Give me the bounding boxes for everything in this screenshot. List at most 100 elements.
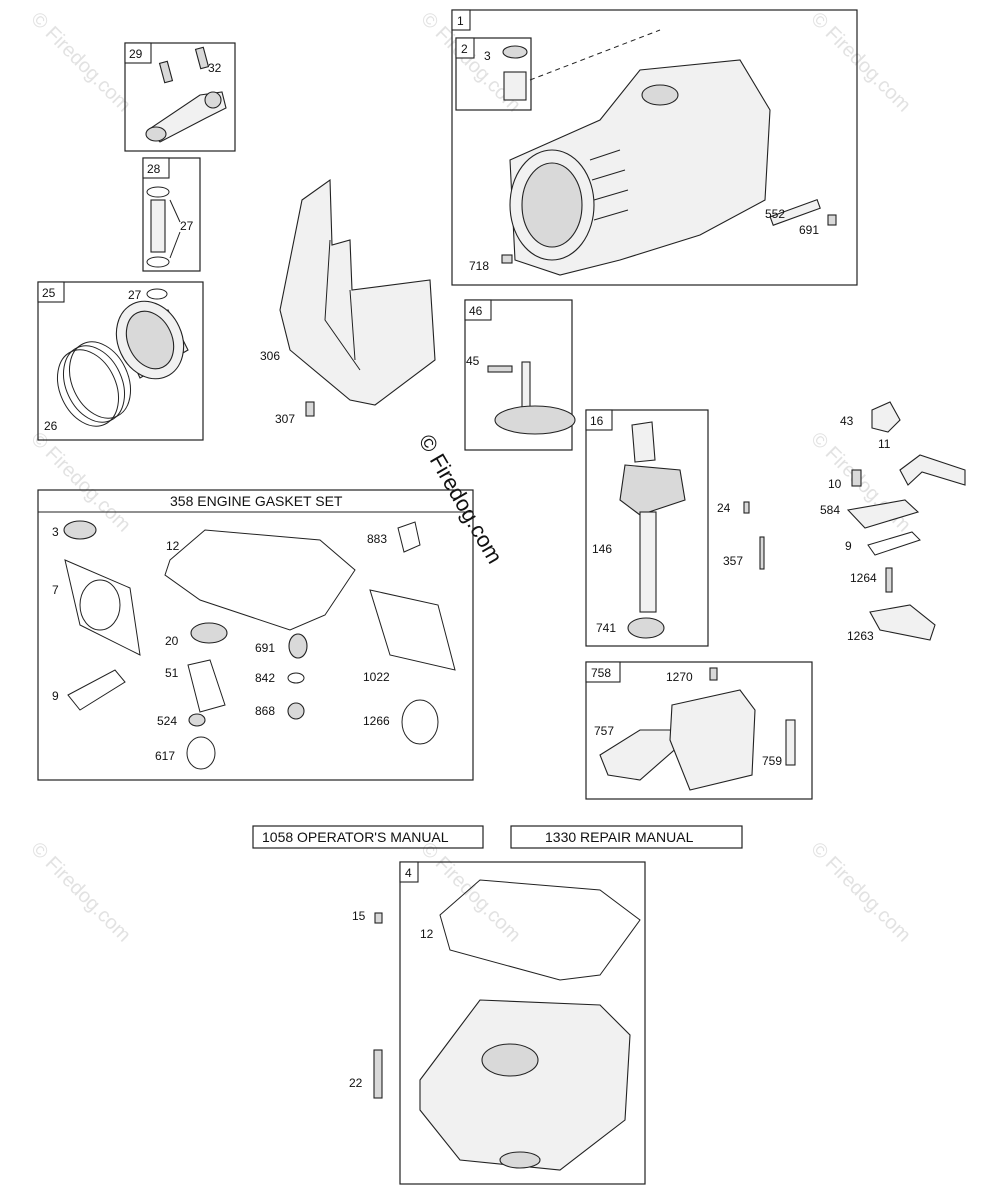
- label-45: 45: [466, 354, 480, 368]
- plug-691: [827, 214, 837, 226]
- manual-buttons: 1058 OPERATOR'S MANUAL 1330 REPAIR MANUA…: [252, 825, 743, 849]
- box-2-id: [455, 37, 475, 59]
- breather-tube-11: [899, 454, 966, 486]
- box-29-id: [124, 42, 152, 64]
- seal-524: [188, 713, 206, 727]
- label-51: 51: [165, 666, 179, 680]
- sump-gasket-12b: [439, 879, 641, 981]
- box-29-frame: [124, 42, 236, 152]
- cylinder-block: [509, 59, 771, 276]
- label-307: 307: [275, 412, 295, 426]
- box-28-id: [142, 157, 170, 179]
- seal-868: [287, 702, 305, 720]
- crankshaft: [619, 421, 686, 613]
- label-718: 718: [469, 259, 489, 273]
- air-guide-306: 306 307: [260, 178, 436, 426]
- pin-357: [759, 536, 765, 570]
- label-1270: 1270: [666, 670, 693, 684]
- label-15: 15: [352, 909, 366, 923]
- gasket-883: [397, 521, 421, 553]
- retainer-ring-top: [146, 186, 170, 198]
- watermark-8: © Firedog.com: [806, 838, 915, 947]
- box-4-id-text: 4: [405, 866, 412, 880]
- label-617: 617: [155, 749, 175, 763]
- repair-manual-frame: [510, 825, 743, 849]
- piston-pin: [150, 199, 166, 253]
- label-1264: 1264: [850, 571, 877, 585]
- group-16: 16 146 741: [585, 409, 709, 647]
- box-28-frame: [142, 157, 201, 272]
- cam-gear: [494, 405, 576, 435]
- gasket-set-title: 358 ENGINE GASKET SET: [170, 493, 343, 509]
- box-25-id: [37, 281, 65, 303]
- box-46-frame: [464, 299, 573, 451]
- box-4-frame: [399, 861, 646, 1185]
- label-691b: 691: [255, 641, 275, 655]
- box-1-frame: [451, 9, 858, 286]
- label-757: 757: [594, 724, 614, 738]
- label-26: 26: [44, 419, 58, 433]
- box-758-id-text: 758: [591, 666, 611, 680]
- crank-gear-741: [627, 617, 665, 639]
- label-1022: 1022: [363, 670, 390, 684]
- label-357: 357: [723, 554, 743, 568]
- label-524: 524: [157, 714, 177, 728]
- screw-10: [851, 469, 862, 487]
- label-24: 24: [717, 501, 731, 515]
- screw-1270: [709, 667, 718, 681]
- box-25-id-text: 25: [42, 286, 56, 300]
- label-552: 552: [765, 207, 785, 221]
- gasket-set-frame: [37, 489, 474, 781]
- label-3a: 3: [484, 49, 491, 63]
- gasket-51: [187, 659, 226, 713]
- label-1263: 1263: [847, 629, 874, 643]
- plug-15: [374, 912, 383, 924]
- watermark-6: © Firedog.com: [26, 838, 135, 947]
- group-4: 4 12 15 22: [349, 861, 646, 1185]
- box-28-id-text: 28: [147, 162, 161, 176]
- breather-cover-584: [846, 499, 920, 529]
- gasket-9a: [867, 531, 921, 556]
- o-ring-1266: [401, 699, 439, 745]
- label-10: 10: [828, 477, 842, 491]
- label-9a: 9: [845, 539, 852, 553]
- o-ring-617: [186, 736, 216, 770]
- crankcase-gasket-12a: [164, 529, 356, 631]
- group-358-gasket-set: 358 ENGINE GASKET SET 3 12 883 7 20 691 …: [37, 489, 474, 781]
- operators-manual-frame: [252, 825, 484, 849]
- label-883: 883: [367, 532, 387, 546]
- box-16-id: [585, 409, 613, 431]
- label-691a: 691: [799, 223, 819, 237]
- label-27a: 27: [180, 219, 194, 233]
- label-20: 20: [165, 634, 179, 648]
- box-758-id: [585, 661, 621, 683]
- label-584: 584: [820, 503, 840, 517]
- label-12a: 12: [166, 539, 180, 553]
- group-29: 29 32: [124, 42, 236, 152]
- box-2-frame: [455, 37, 532, 111]
- watermark-4: © Firedog.com: [26, 428, 135, 537]
- group-28: 28 27: [142, 157, 201, 272]
- group-758: 758 1270 757 759: [585, 661, 813, 800]
- label-27b: 27: [128, 288, 142, 302]
- operators-manual-label: 1058 OPERATOR'S MANUAL: [262, 829, 449, 845]
- box-1-id-text: 1: [457, 14, 464, 28]
- box-25-frame: [37, 281, 204, 441]
- housing-758: [669, 689, 756, 791]
- label-22: 22: [349, 1076, 363, 1090]
- head-gasket-7: [64, 559, 141, 656]
- watermarks: © Firedog.com © Firedog.com © Firedog.co…: [26, 8, 915, 947]
- piston-clip: [146, 288, 168, 300]
- label-9b: 9: [52, 689, 59, 703]
- connecting-rod: [145, 91, 227, 143]
- dowel-552: [769, 198, 821, 226]
- box-2-id-text: 2: [461, 42, 468, 56]
- box-4-id: [399, 861, 419, 883]
- watermark-1: © Firedog.com: [26, 8, 135, 117]
- connecting-rod-bolts: [158, 46, 210, 84]
- gasket-1022: [369, 589, 456, 671]
- box-16-id-text: 16: [590, 414, 604, 428]
- group-46: 46 45: [464, 299, 576, 451]
- label-32: 32: [208, 61, 222, 75]
